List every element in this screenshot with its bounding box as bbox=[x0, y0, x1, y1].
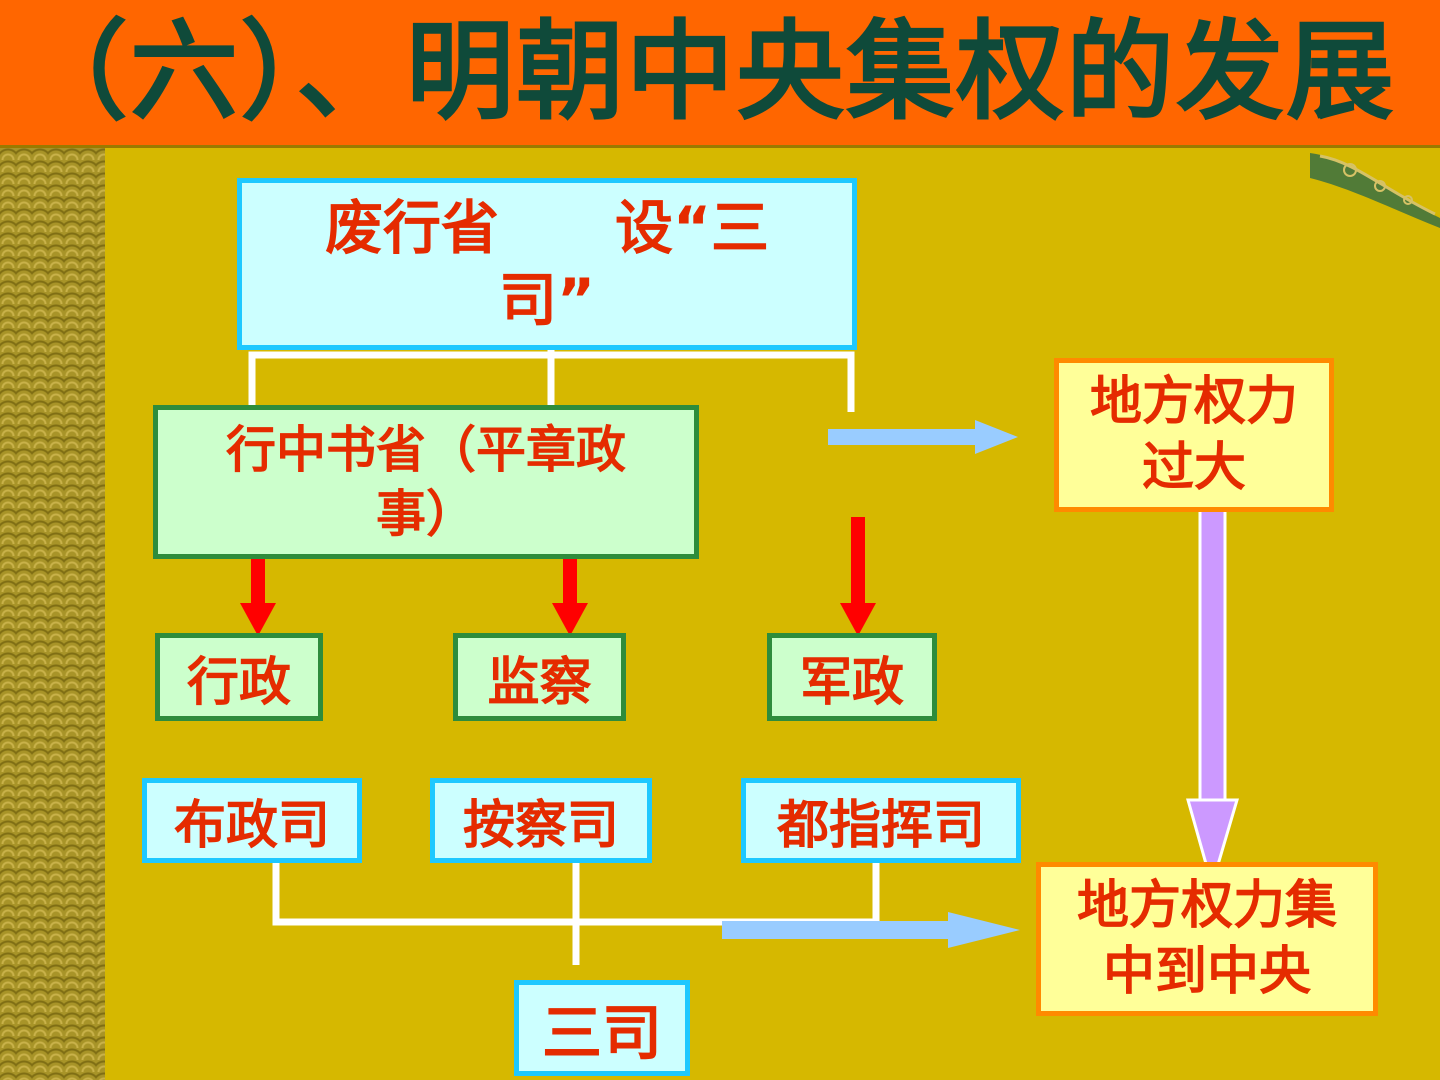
blue-arrow-upper bbox=[828, 420, 1018, 454]
box-local-power-centralized-label: 地方权力集中到中央 bbox=[1076, 876, 1337, 1002]
box-anchasi: 按察司 bbox=[430, 778, 652, 863]
decorative-wave-strip bbox=[0, 148, 105, 1080]
box-buzhengsi: 布政司 bbox=[142, 778, 362, 863]
page-title: （六）、明朝中央集权的发展 bbox=[20, 10, 1397, 135]
box-local-power-centralized: 地方权力集中到中央 bbox=[1036, 862, 1378, 1016]
box-xingzhongshusheng-label: 行中书省（平章政事） bbox=[226, 421, 626, 543]
box-xingzheng-label: 行政 bbox=[186, 652, 291, 713]
box-sansi-label: 三司 bbox=[542, 998, 662, 1069]
box-anchasi-label: 按察司 bbox=[462, 796, 619, 856]
box-jiancha: 监察 bbox=[453, 633, 626, 721]
box-local-power-too-large-label: 地方权力过大 bbox=[1089, 372, 1298, 498]
red-arrow-junzheng bbox=[840, 517, 876, 636]
box-junzheng: 军政 bbox=[767, 633, 937, 721]
box-xingzhongshusheng: 行中书省（平章政事） bbox=[153, 405, 699, 559]
box-sansi: 三司 bbox=[514, 980, 690, 1076]
box-junzheng-label: 军政 bbox=[799, 652, 904, 713]
box-jiancha-label: 监察 bbox=[487, 652, 592, 713]
box-duzhihuisi-label: 都指挥司 bbox=[776, 796, 985, 856]
box-duzhihuisi: 都指挥司 bbox=[741, 778, 1021, 863]
box-xingzheng: 行政 bbox=[155, 633, 323, 721]
box-abolish-provinces-label: 废行省 设“三司” bbox=[324, 194, 770, 334]
box-buzhengsi-label: 布政司 bbox=[173, 796, 330, 856]
corner-ornament-icon bbox=[1310, 153, 1440, 228]
title-bar: （六）、明朝中央集权的发展 bbox=[0, 0, 1440, 148]
purple-arrow-down bbox=[1186, 503, 1240, 891]
blue-arrow-lower bbox=[722, 912, 1020, 948]
box-local-power-too-large: 地方权力过大 bbox=[1054, 358, 1334, 512]
box-abolish-provinces: 废行省 设“三司” bbox=[237, 178, 857, 350]
